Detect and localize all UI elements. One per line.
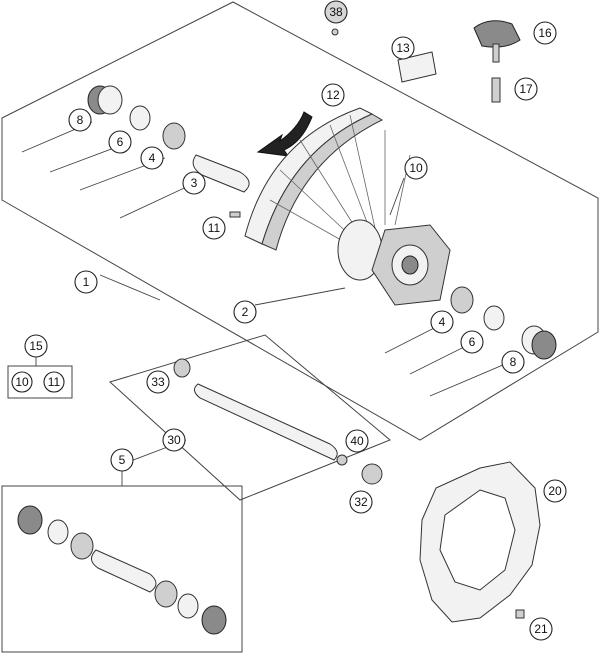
- wheel-assembly-outline: [1, 1, 599, 441]
- callout-label: 2: [242, 305, 249, 319]
- callout-label: 11: [208, 221, 221, 235]
- callout-label: 38: [329, 5, 343, 19]
- callout-label: 3: [191, 176, 198, 190]
- callout-3: 3: [182, 171, 206, 195]
- callout-10: 10: [11, 371, 33, 393]
- callout-label: 10: [409, 161, 423, 175]
- rotation-arrow-icon: [256, 111, 313, 157]
- callout-38: 38: [324, 0, 348, 24]
- callout-circle: [345, 429, 369, 453]
- callout-11: 11: [43, 371, 65, 393]
- callout-33: 33: [146, 370, 170, 394]
- callout-4: 4: [430, 310, 454, 334]
- callout-label: 8: [510, 355, 517, 369]
- callout-label: 15: [29, 339, 43, 353]
- axle-kit-parts: [173, 358, 383, 485]
- callout-label: 40: [350, 434, 364, 448]
- callout-11: 11: [202, 216, 226, 240]
- callout-circle: [460, 330, 484, 354]
- callout-label: 1: [83, 275, 90, 289]
- callout-circle: [501, 350, 525, 374]
- callout-circle: [514, 77, 538, 101]
- callout-13: 13: [391, 36, 415, 60]
- callout-5: 5: [110, 448, 134, 472]
- callout-circle: [543, 479, 567, 503]
- callout-circle: [529, 617, 553, 641]
- callout-32: 32: [349, 490, 373, 514]
- callout-2: 2: [233, 300, 257, 324]
- callout-circle: [321, 83, 345, 107]
- callout-30: 30: [162, 428, 186, 452]
- callout-circle: [533, 21, 557, 45]
- callout-8: 8: [501, 350, 525, 374]
- callout-label: 5: [119, 453, 126, 467]
- spokes-drawing: [269, 114, 411, 246]
- callout-4: 4: [140, 146, 164, 170]
- callout-circle: [43, 371, 65, 393]
- callout-label: 10: [15, 375, 29, 389]
- callout-circle: [146, 370, 170, 394]
- callout-circle: [110, 448, 134, 472]
- callout-circle: [349, 490, 373, 514]
- callout-20: 20: [543, 479, 567, 503]
- callout-17: 17: [514, 77, 538, 101]
- callout-label: 20: [548, 484, 562, 498]
- callout-40: 40: [345, 429, 369, 453]
- callout-circle: [74, 270, 98, 294]
- axle-kit-outline: [109, 334, 391, 501]
- left-bearings: [87, 85, 250, 193]
- callout-circle: [430, 310, 454, 334]
- brake-disc-drawing: [419, 461, 541, 623]
- callout-label: 17: [519, 82, 533, 96]
- callout-6: 6: [460, 330, 484, 354]
- callout-label: 4: [439, 315, 446, 329]
- top-right-parts: [331, 20, 521, 103]
- callout-16: 16: [533, 21, 557, 45]
- callout-circle: [108, 130, 132, 154]
- callout-label: 32: [354, 495, 368, 509]
- callout-circle: [233, 300, 257, 324]
- callout-15: 15: [24, 334, 48, 358]
- callout-label: 16: [538, 26, 552, 40]
- callout-label: 30: [167, 433, 181, 447]
- callout-label: 21: [534, 622, 548, 636]
- callout-8: 8: [68, 108, 92, 132]
- callout-circle: [324, 0, 348, 24]
- callout-circle: [202, 216, 226, 240]
- callout-label: 11: [48, 375, 61, 389]
- callout-label: 13: [396, 41, 410, 55]
- callout-circle: [391, 36, 415, 60]
- callout-circle: [140, 146, 164, 170]
- callout-6: 6: [108, 130, 132, 154]
- callout-label: 8: [77, 113, 84, 127]
- callout-circle: [182, 171, 206, 195]
- hub-drawing: [337, 219, 451, 306]
- leader-lines: [21, 121, 511, 486]
- callout-circle: [68, 108, 92, 132]
- callout-label: 6: [117, 135, 124, 149]
- rim-screw: [229, 211, 241, 218]
- callout-label: 4: [149, 151, 156, 165]
- callout-circle: [11, 371, 33, 393]
- callout-label: 12: [326, 88, 340, 102]
- rim-drawing: [244, 107, 384, 251]
- callout-label: 33: [151, 375, 165, 389]
- callout-circle: [404, 156, 428, 180]
- callout-10: 10: [404, 156, 428, 180]
- callout-1: 1: [74, 270, 98, 294]
- callout-label: 6: [469, 335, 476, 349]
- right-bearings: [450, 286, 557, 360]
- callout-21: 21: [529, 617, 553, 641]
- callout-circle: [24, 334, 48, 358]
- callout-12: 12: [321, 83, 345, 107]
- bearing-kit-parts: [17, 505, 227, 635]
- callout-circle: [162, 428, 186, 452]
- kit-15-box: [7, 365, 73, 399]
